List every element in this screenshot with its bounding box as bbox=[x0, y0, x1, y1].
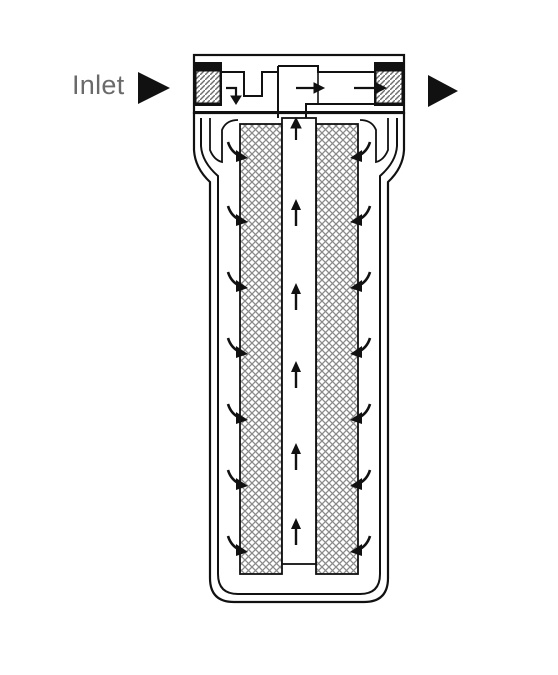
inlet-triangle-icon bbox=[138, 72, 170, 104]
housing-outer bbox=[192, 112, 406, 604]
cartridge-right-media bbox=[315, 123, 359, 575]
cartridge-collar-left bbox=[209, 118, 239, 164]
left-flow-arrows bbox=[226, 141, 248, 556]
inlet-label: Inlet bbox=[72, 70, 125, 100]
outlet-triangle-icon bbox=[428, 75, 458, 107]
core-flow-arrows bbox=[291, 199, 301, 545]
cartridge-left-media bbox=[239, 123, 283, 575]
housing-inner bbox=[200, 118, 398, 595]
cartridge-core bbox=[281, 117, 317, 565]
right-flow-arrows bbox=[350, 141, 372, 556]
inlet-port bbox=[195, 70, 221, 104]
head-flow-arrows bbox=[226, 82, 388, 140]
cartridge-collar-right bbox=[359, 118, 389, 164]
